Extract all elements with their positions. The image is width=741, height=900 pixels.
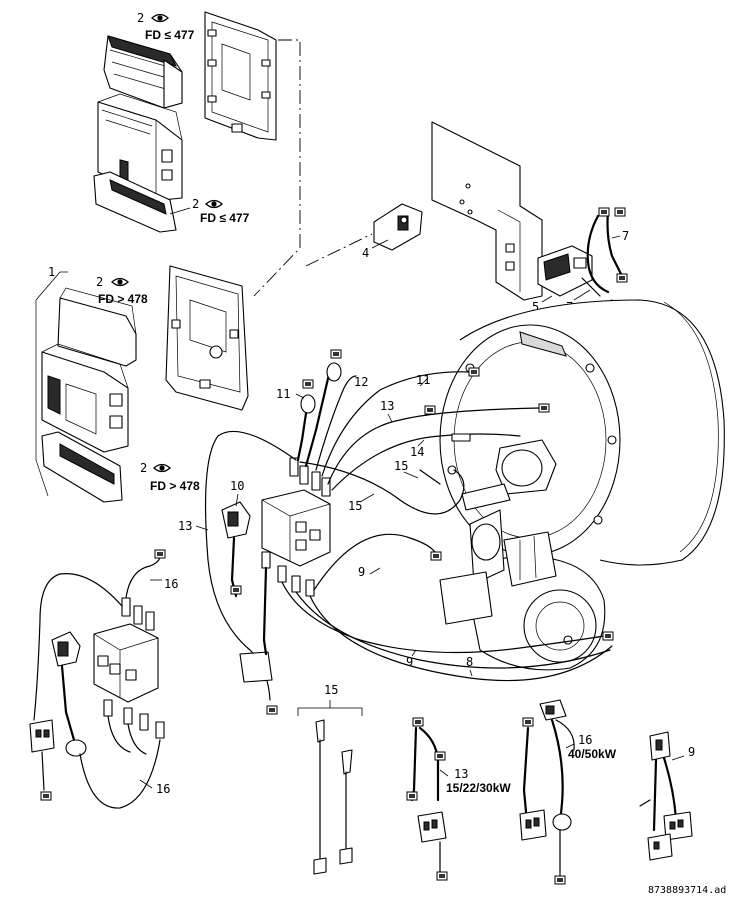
relay-board <box>261 489 331 567</box>
callout-16-variant: 16 <box>578 733 592 747</box>
callout-10: 10 <box>230 479 244 493</box>
module-body-fd-gt-478 <box>41 343 129 453</box>
module-body-top <box>97 93 183 201</box>
harness-16-variant: 16 40/50kW <box>519 699 617 885</box>
callout-8: 8 <box>466 655 473 669</box>
bottom-cover-fd-le-477 <box>93 171 177 233</box>
control-unit-fd-gt-478: 1 2 FD > <box>35 265 249 503</box>
condition-fd-gt-478-upper: FD > 478 <box>98 292 148 306</box>
eye-icon <box>111 277 129 287</box>
eye-icon <box>151 13 169 23</box>
callout-15-bottom: 15 <box>324 683 338 697</box>
callout-2-fd-gt-upper: 2 <box>96 275 103 289</box>
callout-2-top: 2 <box>137 11 144 25</box>
eye-icon <box>205 199 223 209</box>
bottom-cover-fd-gt-478 <box>41 431 123 503</box>
main-harness: 11 12 11 13 14 15 15 13 <box>178 349 614 715</box>
mounting-bracket <box>431 121 543 301</box>
callout-7-upper: 7 <box>622 229 629 243</box>
callout-13-variant: 13 <box>454 767 468 781</box>
callout-9-lower: 9 <box>406 655 413 669</box>
cover-fd-gt-478 <box>57 287 137 367</box>
variant-40-50kw: 40/50kW <box>568 747 617 761</box>
callout-1: 1 <box>48 265 55 279</box>
callout-12: 12 <box>354 375 368 389</box>
callout-15-lower: 15 <box>348 499 362 513</box>
document-number: 8738893714.ad <box>648 885 726 896</box>
callout-16-left-top: 16 <box>164 577 178 591</box>
callout-2-mid: 2 <box>192 197 199 211</box>
connector-block-5: 5 <box>532 245 593 314</box>
ignition-unit-4: 4 <box>362 203 423 260</box>
cover-fd-le-477 <box>103 35 183 109</box>
callout-15-upper: 15 <box>394 459 408 473</box>
condition-fd-le-477-bottom: FD ≤ 477 <box>200 211 250 225</box>
harness-16-left: 16 16 <box>29 549 178 809</box>
base-plate-top <box>204 11 277 141</box>
harness-13-variant: 13 15/22/30kW <box>406 717 511 881</box>
callout-13-left: 13 <box>178 519 192 533</box>
variant-15-22-30kw: 15/22/30kW <box>446 781 511 795</box>
callout-13-upper: 13 <box>380 399 394 413</box>
callout-9-mid: 9 <box>358 565 365 579</box>
control-unit-fd-le-477: 2 FD ≤ 477 2 FD ≤ 477 <box>93 11 277 233</box>
callout-11-left: 11 <box>276 387 290 401</box>
callout-2-fd-gt-lower: 2 <box>140 461 147 475</box>
relay-board-left <box>93 623 159 703</box>
boiler-body <box>439 299 725 671</box>
ionisation-cables-15: 15 <box>297 683 363 875</box>
eye-icon <box>153 463 171 473</box>
callout-16-left-bottom: 16 <box>156 782 170 796</box>
base-plate-fd-gt-478 <box>165 265 249 411</box>
callout-14: 14 <box>410 445 424 459</box>
alignment-lines <box>253 39 373 297</box>
condition-fd-gt-478-lower: FD > 478 <box>150 479 200 493</box>
harness-9-variant: 9 <box>639 731 695 861</box>
callout-9-variant: 9 <box>688 745 695 759</box>
condition-fd-le-477-top: FD ≤ 477 <box>145 28 195 42</box>
callout-4: 4 <box>362 246 369 260</box>
callout-11-right: 11 <box>416 373 430 387</box>
callout-5: 5 <box>532 300 539 314</box>
